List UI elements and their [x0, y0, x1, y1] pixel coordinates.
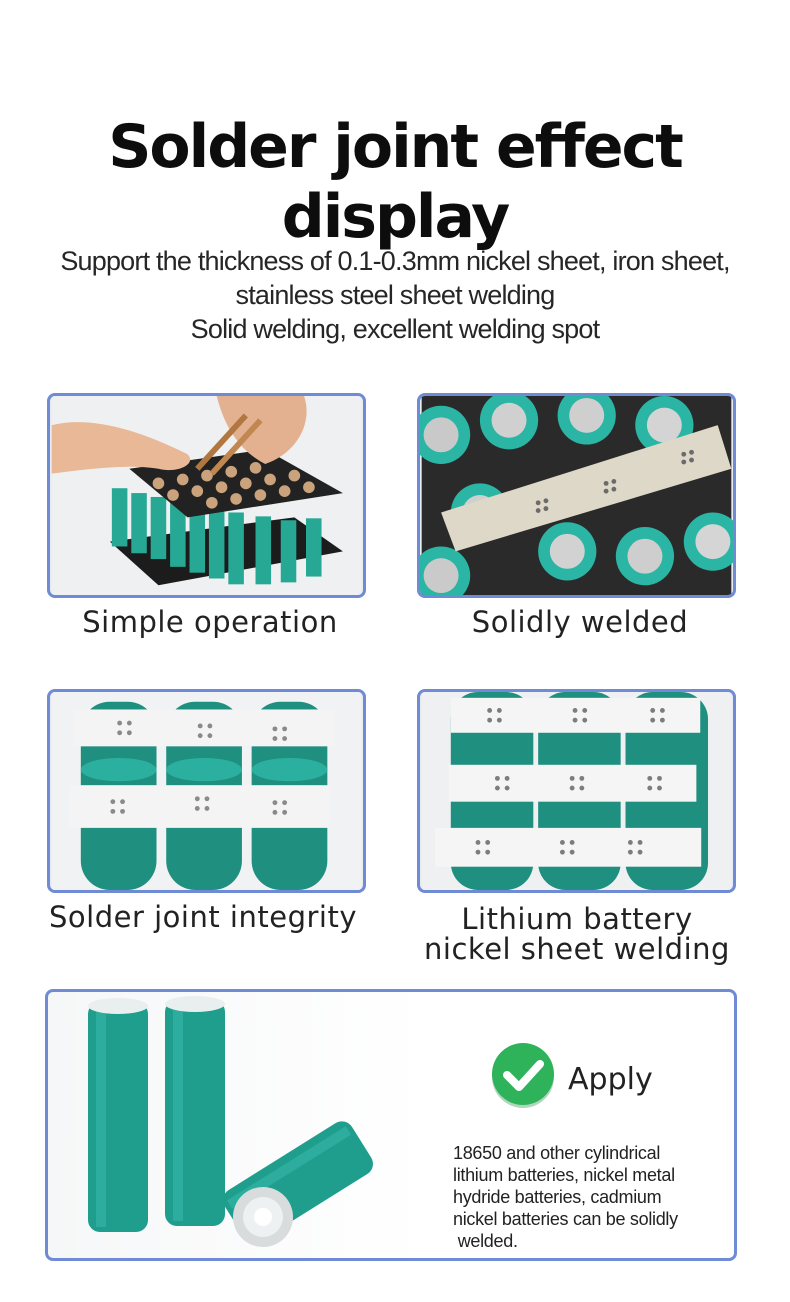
- subtitle-line: Solid welding, excellent welding spot: [190, 314, 600, 344]
- apply-panel: Apply 18650 and other cylindrical lithiu…: [45, 989, 737, 1261]
- page-subtitle: Support the thickness of 0.1-0.3mm nicke…: [0, 244, 790, 346]
- apply-description-line: lithium batteries, nickel metal: [453, 1165, 675, 1185]
- subtitle-line: stainless steel sheet welding: [235, 280, 556, 310]
- caption-solder-joint-integrity: Solder joint integrity: [49, 900, 357, 934]
- caption-simple-operation: Simple operation: [82, 605, 338, 639]
- caption-nickel-sheet-welding: Lithium battery nickel sheet welding: [417, 904, 737, 964]
- caption-solidly-welded: Solidly welded: [471, 605, 689, 639]
- apply-label: Apply: [568, 1062, 653, 1097]
- photo-nickel-sheet-welding: [417, 689, 736, 893]
- apply-description-line: 18650 and other cylindrical: [453, 1143, 661, 1163]
- photo-solder-joint-integrity: [47, 689, 366, 893]
- apply-description-line: hydride batteries, cadmium: [453, 1187, 662, 1207]
- welded-nickel-strips-cells-image: [51, 692, 362, 890]
- photo-simple-operation: [47, 393, 366, 598]
- cylindrical-batteries-image: [88, 996, 373, 1247]
- photo-solidly-welded: [417, 393, 736, 598]
- apply-description-line: welded.: [453, 1231, 518, 1251]
- caption-line: nickel sheet welding: [424, 932, 730, 966]
- nickel-sheet-welding-cells-image: [421, 692, 732, 890]
- apply-description: 18650 and other cylindrical lithium batt…: [453, 1142, 734, 1252]
- page-title: Solder joint effect display: [108, 112, 684, 252]
- check-circle-icon: [492, 1043, 554, 1108]
- caption-line: Lithium battery: [461, 902, 693, 936]
- apply-description-line: nickel batteries can be solidly: [453, 1209, 678, 1229]
- battery-holder-nickel-strip-image: [420, 396, 733, 595]
- subtitle-line: Support the thickness of 0.1-0.3mm nicke…: [60, 246, 730, 276]
- hands-welding-battery-pack-image: [51, 396, 362, 595]
